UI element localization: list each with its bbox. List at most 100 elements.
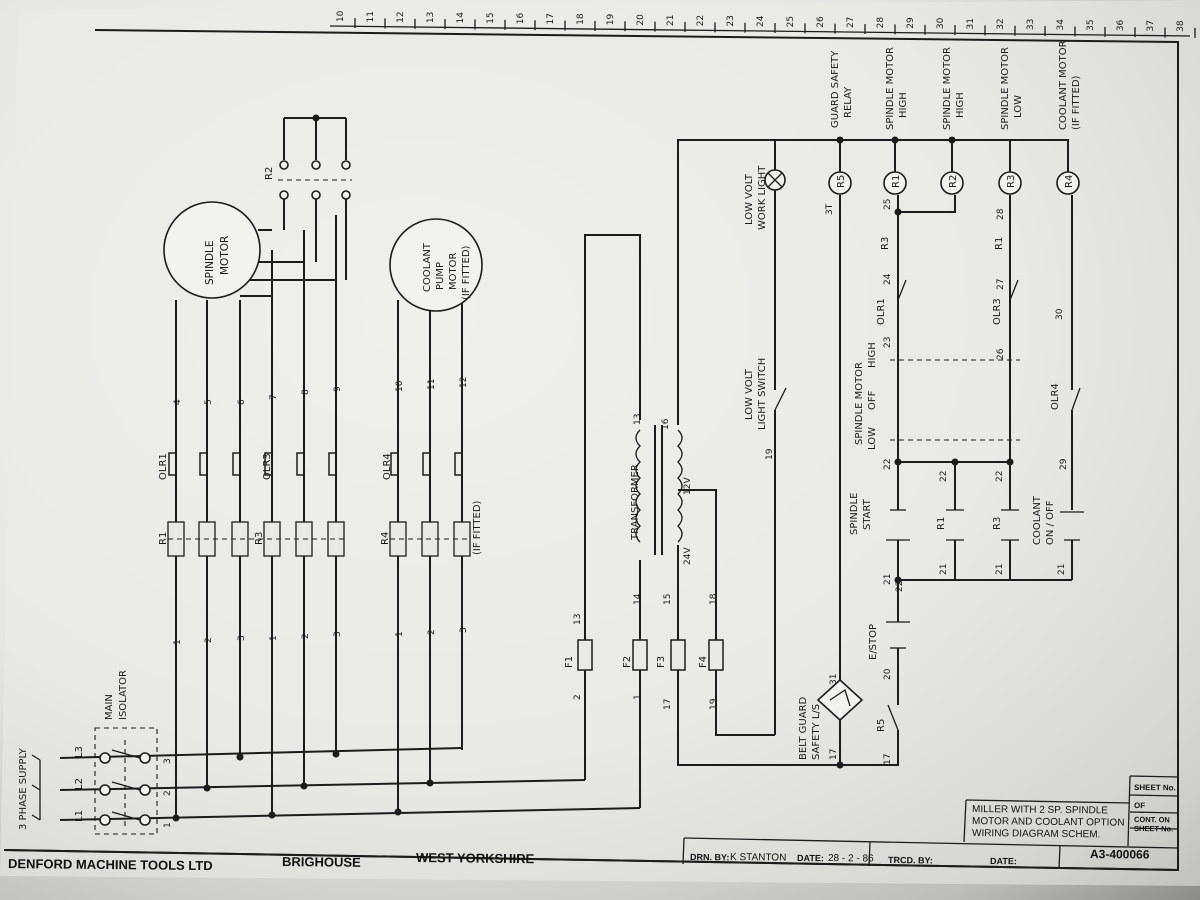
isolator-terminal-1: 1 bbox=[163, 822, 173, 828]
wire-phase-2c: 2 bbox=[427, 629, 437, 635]
line-l2: L2 bbox=[74, 778, 85, 790]
supply-label: 3 PHASE SUPPLY bbox=[18, 747, 29, 830]
wire-12: 12 bbox=[459, 377, 469, 388]
coolant-motor-label-3: MOTOR bbox=[448, 253, 459, 290]
spindle-motor-symbol bbox=[163, 201, 261, 299]
wire-phase-1a: 1 bbox=[173, 639, 183, 645]
cw-22-r1: 22 bbox=[939, 471, 949, 482]
ruler-number: 24 bbox=[756, 15, 766, 27]
control-olr1: OLR1 bbox=[876, 298, 887, 325]
wire-phase-1b: 1 bbox=[269, 635, 279, 641]
ruler-number: 16 bbox=[516, 12, 526, 24]
overload-olr3: OLR3 bbox=[262, 453, 273, 480]
coil-r4-label-1: COOLANT MOTOR bbox=[1058, 40, 1069, 130]
spindle-motor-label-2: MOTOR bbox=[219, 236, 231, 275]
company-name: DENFORD MACHINE TOOLS LTD bbox=[8, 856, 213, 873]
ruler-number: 36 bbox=[1116, 19, 1126, 31]
coil-r5-label-2: RELAY bbox=[843, 86, 854, 118]
ruler-number: 30 bbox=[936, 17, 946, 29]
overload-olr4: OLR4 bbox=[382, 453, 393, 480]
coil-r4: R4 bbox=[1064, 175, 1075, 188]
ruler-number: 10 bbox=[336, 10, 346, 22]
coil-r1-label-1: SPINDLE MOTOR bbox=[885, 47, 896, 130]
wire-phase-3b: 3 bbox=[333, 631, 343, 637]
fuse-f3: F3 bbox=[656, 656, 667, 668]
contact-r4: R4 bbox=[380, 532, 391, 545]
isolator-terminal-3: 3 bbox=[163, 758, 173, 764]
fuse-f1: F1 bbox=[564, 656, 575, 668]
cw-26: 26 bbox=[996, 348, 1006, 360]
date2-label: DATE: bbox=[990, 856, 1017, 866]
control-contact-r3: R3 bbox=[992, 517, 1003, 530]
cw-29: 29 bbox=[1059, 458, 1069, 470]
cw-21-cool: 21 bbox=[1057, 564, 1067, 575]
wire-19: 19 bbox=[765, 448, 775, 460]
control-contact-r5: R5 bbox=[876, 719, 887, 732]
diagram-labels: 3 PHASE SUPPLY L1 L2 L3 MAIN ISOLATOR 1 … bbox=[8, 40, 1176, 873]
isolator-label-2: ISOLATOR bbox=[118, 670, 129, 720]
ruler-number: 25 bbox=[786, 16, 796, 27]
coolant-switch-label-2: ON / OFF bbox=[1045, 500, 1056, 545]
control-contact-r3-high: R3 bbox=[880, 237, 891, 250]
wire-10: 10 bbox=[395, 380, 405, 392]
cw-21-r3: 21 bbox=[995, 564, 1005, 575]
cw-22: 22 bbox=[883, 459, 893, 470]
ruler-number: 33 bbox=[1026, 19, 1036, 30]
sheet-label: SHEET No. bbox=[1134, 783, 1176, 792]
coil-r2-label-2: HIGH bbox=[955, 92, 966, 118]
coil-r2: R2 bbox=[948, 175, 959, 188]
tap-24v: 24V bbox=[683, 547, 693, 565]
cw-21-r1: 21 bbox=[939, 564, 949, 575]
coil-r1: R1 bbox=[891, 175, 902, 188]
drawing-number: A3-400066 bbox=[1090, 847, 1150, 862]
cw-25: 25 bbox=[883, 199, 893, 210]
transformer-circuit bbox=[577, 139, 1010, 808]
ruler-number: 17 bbox=[546, 13, 556, 24]
selector-low: LOW bbox=[867, 427, 878, 450]
coil-r5: R5 bbox=[836, 175, 847, 188]
ruler-number: 35 bbox=[1086, 19, 1096, 30]
company-town: BRIGHOUSE bbox=[282, 854, 361, 870]
ruler-number: 29 bbox=[906, 17, 916, 29]
ruler-number: 22 bbox=[696, 15, 706, 26]
ruler-number: 37 bbox=[1146, 20, 1156, 31]
cw-3t: 3T bbox=[825, 203, 835, 215]
work-light-label-1: LOW VOLT bbox=[744, 173, 755, 225]
coil-r3: R3 bbox=[1006, 175, 1017, 188]
coolant-motor-label-1: COOLANT bbox=[422, 242, 433, 292]
control-circuit bbox=[816, 136, 1084, 769]
estop-label: E/STOP bbox=[868, 624, 879, 660]
isolator-terminal-2: 2 bbox=[163, 790, 173, 796]
coolant-motor-label-2: PUMP bbox=[435, 262, 446, 290]
cw-30: 30 bbox=[1055, 308, 1065, 320]
ruler-number: 20 bbox=[636, 14, 646, 26]
control-contact-r1-low: R1 bbox=[994, 237, 1005, 250]
ruler-number: 19 bbox=[606, 14, 616, 26]
selector-off: OFF bbox=[867, 390, 878, 410]
wire-11: 11 bbox=[427, 379, 437, 390]
cw-28: 28 bbox=[996, 208, 1006, 220]
ruler-number: 23 bbox=[726, 15, 736, 26]
coil-r3-label-1: SPINDLE MOTOR bbox=[1000, 47, 1011, 130]
ruler-number: 34 bbox=[1056, 19, 1066, 31]
ruler-number: 31 bbox=[966, 18, 976, 29]
if-fitted-note: (IF FITTED) bbox=[472, 500, 483, 555]
ruler-number: 21 bbox=[666, 15, 676, 26]
wire-4: 4 bbox=[173, 399, 183, 405]
spindle-start-label-2: START bbox=[862, 498, 873, 530]
selector-label: SPINDLE MOTOR bbox=[854, 362, 865, 445]
ruler-number: 28 bbox=[876, 17, 886, 29]
wire-2-fuse: 2 bbox=[573, 694, 583, 700]
wire-31: 31 bbox=[829, 674, 839, 685]
drawing-title-1: MILLER WITH 2 SP. SPINDLE bbox=[972, 804, 1108, 816]
ruler-number: 14 bbox=[456, 12, 466, 24]
overload-olr1: OLR1 bbox=[158, 453, 169, 480]
contact-r3: R3 bbox=[254, 532, 265, 545]
coil-r5-label-1: GUARD SAFETY bbox=[830, 50, 841, 128]
wire-13: 13 bbox=[633, 414, 643, 425]
date-label: DATE: bbox=[797, 853, 824, 863]
wire-phase-3c: 3 bbox=[459, 627, 469, 633]
tap-12v: 12V bbox=[683, 477, 693, 495]
